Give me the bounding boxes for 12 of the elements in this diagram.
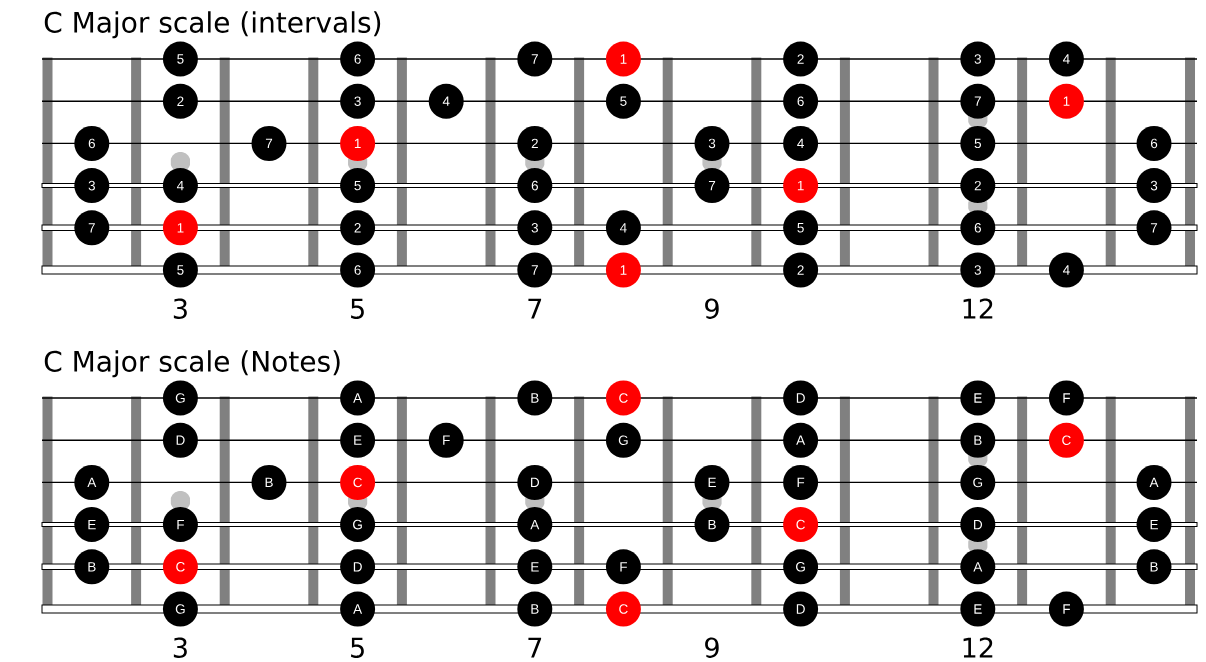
heading: C Major scale (Notes) xyxy=(44,350,340,378)
fret-number: 12 xyxy=(963,637,993,658)
fret-number: 12 xyxy=(963,298,993,319)
heading: C Major scale (intervals) xyxy=(44,11,381,39)
fret-number: 7 xyxy=(528,298,542,319)
fret-number: 5 xyxy=(351,637,364,658)
fret-number: 9 xyxy=(705,298,719,319)
fret-number: 3 xyxy=(173,637,187,658)
fret-number: 9 xyxy=(705,637,719,658)
fret-number: 5 xyxy=(351,298,364,319)
fret-number: 3 xyxy=(173,298,187,319)
fret-number: 7 xyxy=(528,637,542,658)
